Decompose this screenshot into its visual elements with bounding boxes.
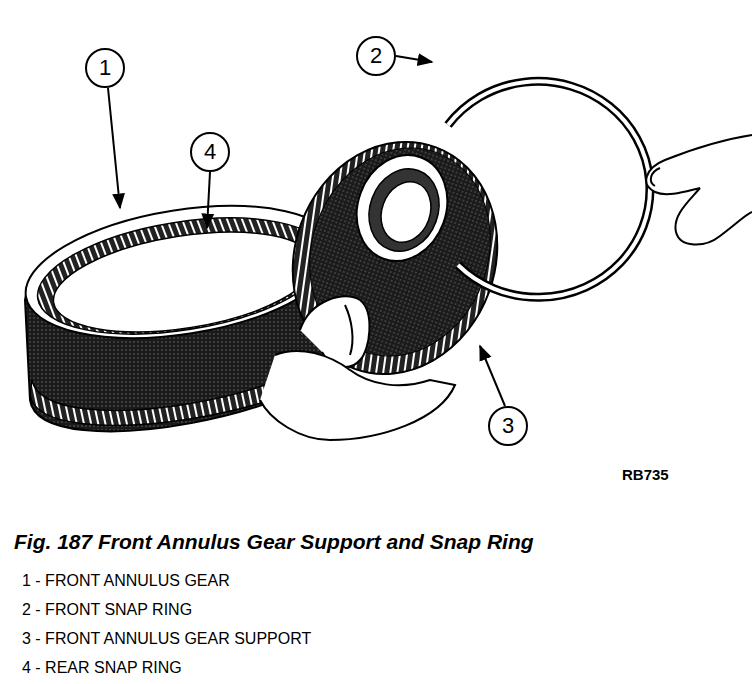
part-name: 2 - FRONT SNAP RING: [22, 601, 192, 619]
part-name: 4 - REAR SNAP RING: [22, 659, 182, 677]
part-name: 3 - FRONT ANNULUS GEAR SUPPORT: [22, 630, 311, 648]
callout-number: 2: [358, 38, 394, 74]
figure-code: RB735: [622, 466, 669, 483]
hand: [646, 135, 752, 245]
callout-circle: [86, 37, 527, 445]
hand: [260, 296, 455, 440]
leader-line: [108, 56, 505, 406]
callout-number: 4: [192, 134, 228, 170]
callout-number: 3: [490, 408, 526, 444]
callout-number: 1: [87, 50, 123, 86]
figure-caption: Fig. 187 Front Annulus Gear Support and …: [14, 530, 534, 554]
snap-ring: [448, 81, 650, 297]
part-name: 1 - FRONT ANNULUS GEAR: [22, 572, 230, 590]
